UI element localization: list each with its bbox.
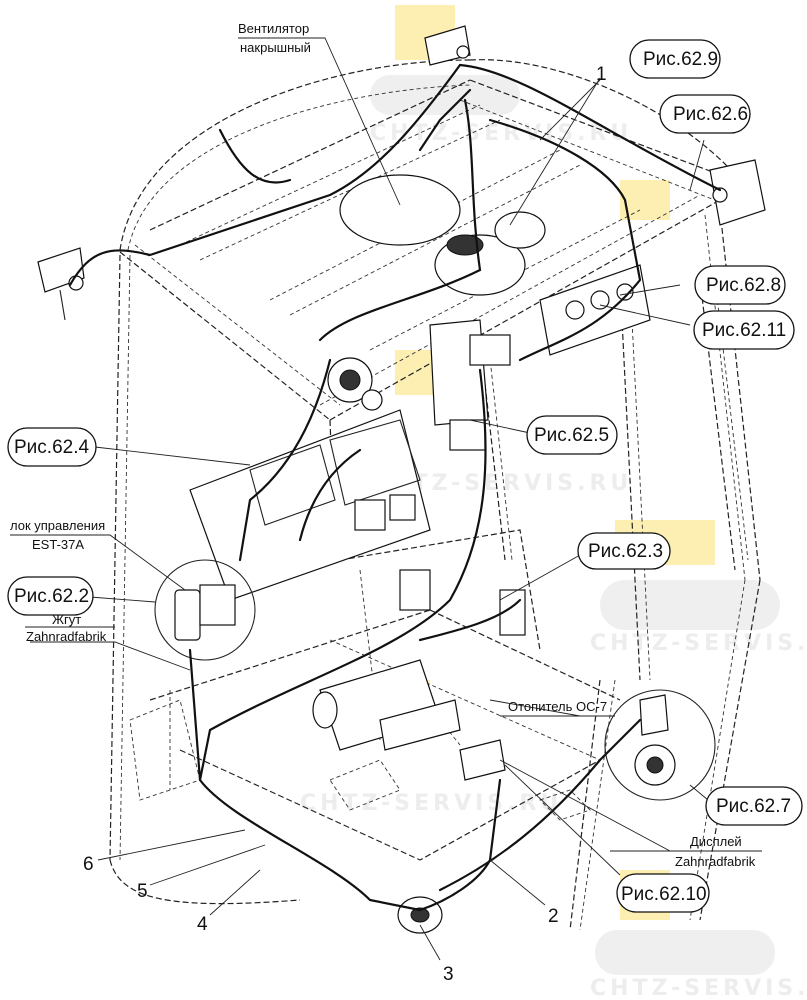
position-number: 2 xyxy=(548,906,559,927)
figure-ref-label: Рис.62.6 xyxy=(673,104,748,125)
label-line2: Zahnradfabrik xyxy=(675,854,756,869)
watermark-text: CHTZ-SERVIS.RU xyxy=(590,631,807,656)
figure-ref-label: Рис.62.3 xyxy=(588,541,663,562)
figure-ref-bubble[interactable]: Рис.62.7 xyxy=(705,786,803,826)
label-line1: Вентилятор xyxy=(238,21,309,36)
label-line1: Отопитель ОС-7 xyxy=(508,699,607,714)
heater-os-7 xyxy=(312,659,461,751)
figure-refs: Рис.62.9 Рис.62.6 Рис.62.8 Рис.62.11 Рис… xyxy=(7,39,803,913)
figure-ref-bubble[interactable]: Рис.62.11 xyxy=(693,310,795,350)
label-line2: Zahnradfabrik xyxy=(26,629,107,644)
horn-bottom xyxy=(397,896,443,934)
rear-switch-panel xyxy=(539,264,651,356)
watermark-text: CHTZ-SERVIS.RU xyxy=(370,121,632,146)
watermark-text: CHTZ-SERVIS.RU xyxy=(590,976,807,1000)
cab-frame xyxy=(109,59,761,931)
figure-ref-bubble[interactable]: Рис.62.2 xyxy=(7,576,94,616)
component-labels: Вентилятор накрышный лок управления EST-… xyxy=(10,21,762,869)
figure-ref-label: Рис.62.11 xyxy=(702,320,786,341)
position-number: 1 xyxy=(596,64,607,85)
steering-unit xyxy=(327,357,383,411)
figure-ref-bubble[interactable]: Рис.62.10 xyxy=(616,873,710,913)
label-line2: EST-37A xyxy=(32,537,84,552)
display-unit xyxy=(459,739,506,781)
label-line1: лок управления xyxy=(10,518,105,533)
label-heater: Отопитель ОС-7 xyxy=(500,699,615,717)
right-work-lamp xyxy=(709,159,766,226)
label-line1: Жгут xyxy=(52,612,81,627)
figure-ref-bubble[interactable]: Рис.62.9 xyxy=(629,39,721,79)
control-unit-est-37a xyxy=(154,559,256,661)
figure-ref-label: Рис.62.4 xyxy=(14,437,89,458)
figure-ref-label: Рис.62.5 xyxy=(534,425,609,446)
figure-ref-label: Рис.62.2 xyxy=(14,586,89,607)
horn-right xyxy=(604,689,716,801)
position-numbers: 1 2 3 4 5 6 xyxy=(83,64,607,985)
figure-ref-bubble[interactable]: Рис.62.3 xyxy=(577,532,671,570)
top-work-lamp xyxy=(424,25,471,66)
label-display: Дисплей Zahnradfabrik xyxy=(670,834,762,869)
figure-ref-label: Рис.62.10 xyxy=(621,884,707,905)
roof-fan xyxy=(339,174,546,296)
figure-ref-label: Рис.62.9 xyxy=(643,49,718,70)
label-control-unit: лок управления EST-37A xyxy=(10,518,110,552)
figure-ref-bubble[interactable]: Рис.62.6 xyxy=(659,94,751,134)
parts xyxy=(37,25,766,934)
central-panel xyxy=(429,319,511,451)
position-number: 3 xyxy=(443,964,454,985)
figure-ref-bubble[interactable]: Рис.62.8 xyxy=(694,265,786,305)
label-line1: Дисплей xyxy=(690,834,742,849)
label-roof-fan: Вентилятор накрышный xyxy=(238,21,325,55)
figure-ref-label: Рис.62.8 xyxy=(706,275,781,296)
figure-ref-bubble[interactable]: Рис.62.4 xyxy=(7,427,97,467)
left-work-lamp xyxy=(37,247,85,321)
figure-ref-label: Рис.62.7 xyxy=(716,796,791,817)
watermark-text: CHTZ-SERVIS.RU xyxy=(300,791,562,816)
label-harness: Жгут Zahnradfabrik xyxy=(25,612,115,644)
rear-connector-block xyxy=(399,569,526,636)
fuse-relay-box xyxy=(189,409,431,601)
label-line2: накрышный xyxy=(240,40,311,55)
position-number: 6 xyxy=(83,854,94,875)
wiring-harness xyxy=(68,63,722,912)
position-number: 5 xyxy=(137,881,148,902)
figure-ref-bubble[interactable]: Рис.62.5 xyxy=(526,415,618,455)
position-number: 4 xyxy=(197,914,208,935)
